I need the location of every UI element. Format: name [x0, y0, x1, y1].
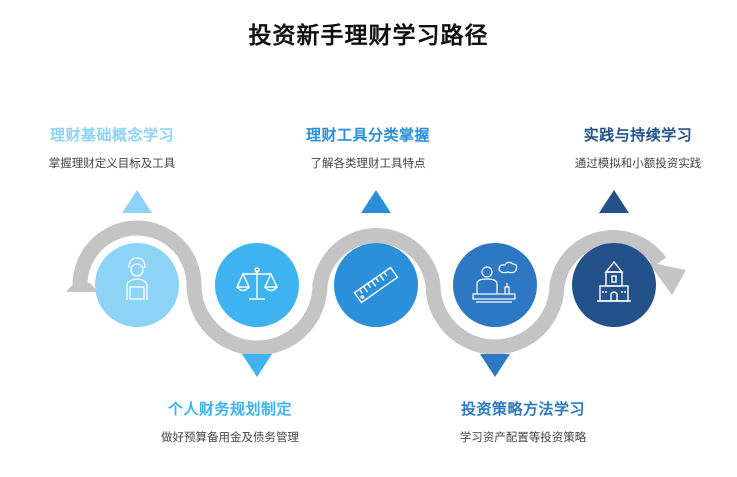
building-icon [597, 260, 631, 302]
step-title-5: 实践与持续学习 [583, 126, 693, 144]
pointer-triangle-3 [361, 190, 391, 213]
pointer-triangle-4 [480, 354, 510, 377]
path-start-tail [66, 283, 98, 292]
step-circle-5 [572, 243, 656, 327]
pointer-triangle-1 [122, 190, 152, 213]
pointer-triangle-2 [242, 354, 272, 377]
step-circle-3 [334, 243, 418, 327]
step-title-4: 投资策略方法学习 [460, 400, 585, 418]
step-title-1: 理财基础概念学习 [49, 126, 174, 144]
step-label-4: 投资策略方法学习 学习资产配置等投资策略 [423, 398, 623, 445]
step-desc-5: 通过模拟和小额投资实践 [574, 156, 702, 170]
step-desc-3: 了解各类理财工具特点 [310, 156, 426, 170]
diagram-title: 投资新手理财学习路径 [248, 23, 489, 49]
step-label-3: 理财工具分类掌握 了解各类理财工具特点 [268, 124, 468, 171]
person-reading-icon [126, 257, 148, 300]
step-desc-4: 学习资产配置等投资策略 [459, 430, 587, 444]
step-desc-2: 做好预算备用金及债务管理 [161, 430, 299, 444]
ruler-icon [353, 266, 399, 304]
path-end-arrowhead-icon [648, 262, 686, 295]
step-title-3: 理财工具分类掌握 [305, 126, 430, 144]
step-desc-1: 掌握理财定义目标及工具 [48, 156, 176, 170]
pointer-triangle-5 [599, 190, 629, 213]
step-label-5: 实践与持续学习 通过模拟和小额投资实践 [538, 124, 737, 171]
step-circle-4 [453, 243, 537, 327]
wave-path [72, 220, 667, 356]
strategist-chess-icon [472, 261, 518, 303]
step-label-2: 个人财务规划制定 做好预算备用金及债务管理 [130, 398, 330, 445]
step-title-2: 个人财务规划制定 [167, 400, 292, 418]
step-circle-1 [95, 243, 179, 327]
balance-scale-icon [235, 267, 279, 300]
step-label-1: 理财基础概念学习 掌握理财定义目标及工具 [12, 124, 212, 171]
